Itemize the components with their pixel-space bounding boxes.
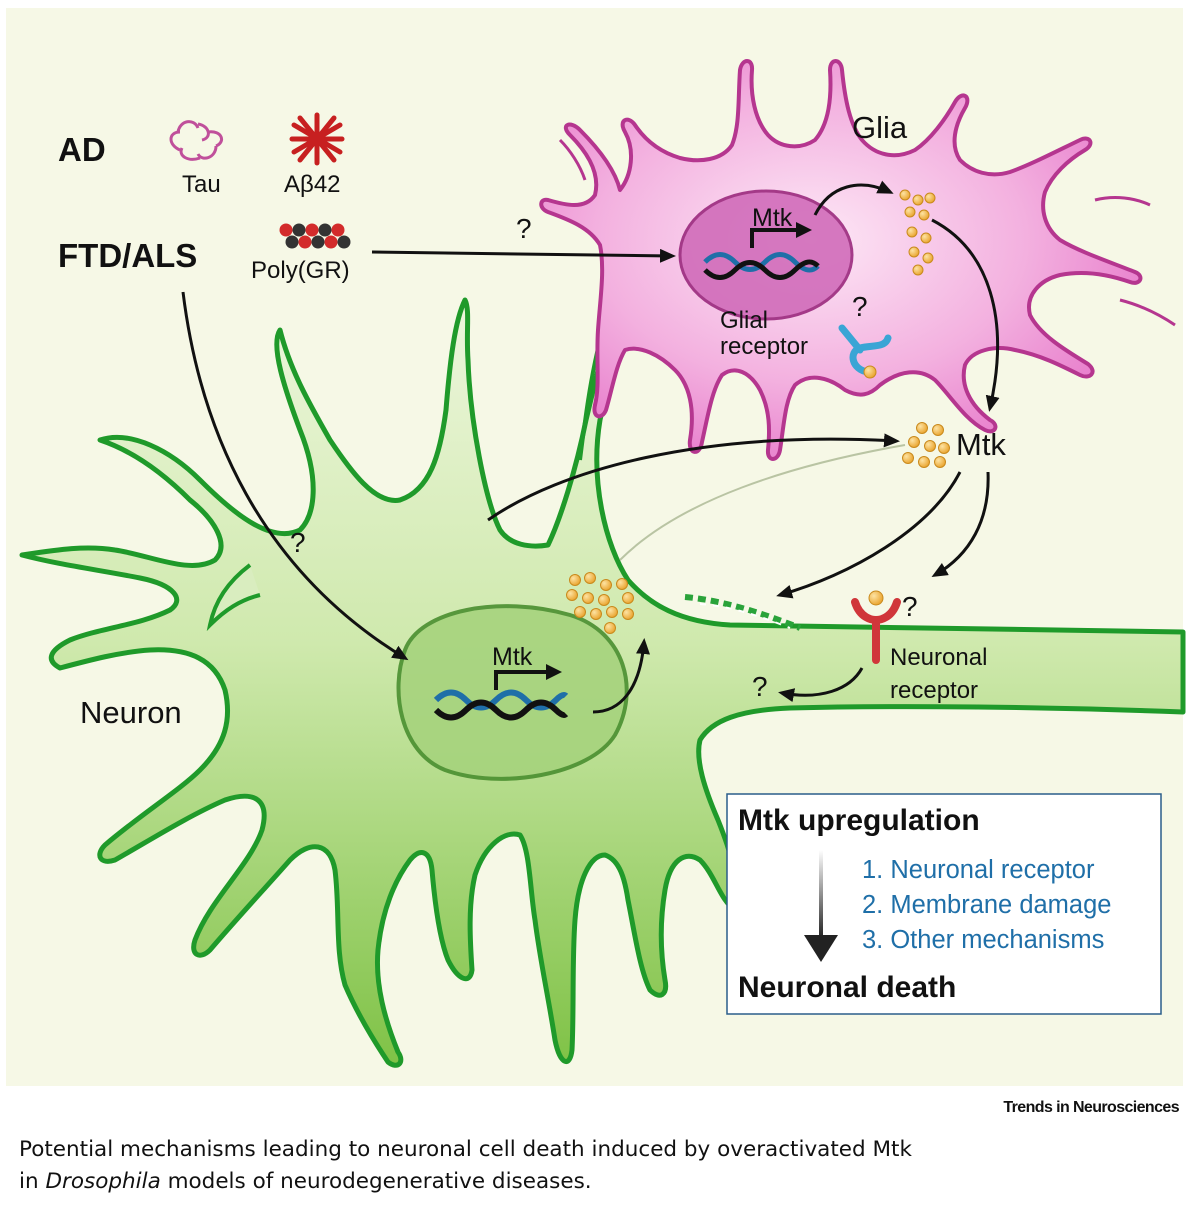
label-glia: Glia	[852, 110, 908, 145]
caption-line-1: Potential mechanisms leading to neuronal…	[19, 1137, 912, 1162]
unknown-mark-neuronal-receptor: ?	[902, 591, 918, 622]
caption-line-2-pre: in	[19, 1169, 46, 1194]
label-abeta42: Aβ42	[284, 171, 341, 198]
label-neuron: Neuron	[80, 695, 182, 730]
unknown-mark-top: ?	[516, 213, 532, 244]
glia-nucleus	[678, 189, 854, 321]
summary-item-3: 3. Other mechanisms	[862, 926, 1104, 954]
unknown-mark-left: ?	[290, 527, 306, 558]
journal-name: Trends in Neurosciences	[1003, 1099, 1179, 1116]
summary-arrow-head	[804, 935, 838, 962]
label-glial-receptor-line2: receptor	[720, 333, 808, 360]
unknown-mark-bottom: ?	[752, 671, 768, 702]
pathway-arrows	[181, 180, 1000, 714]
label-polygr: Poly(GR)	[251, 257, 350, 284]
label-glia-mtk-gene: Mtk	[752, 204, 793, 232]
label-tau: Tau	[182, 171, 221, 198]
label-ftd-als: FTD/ALS	[58, 237, 197, 274]
label-neuron-mtk-gene: Mtk	[492, 643, 533, 671]
label-glial-receptor-line1: Glial	[720, 307, 768, 334]
label-neuronal-receptor-line2: receptor	[890, 677, 978, 704]
tau-icon	[169, 120, 224, 161]
secreted-vesicles	[902, 422, 950, 468]
abeta42-icon	[289, 112, 345, 166]
label-neuronal-receptor-line1: Neuronal	[890, 644, 987, 671]
label-ad: AD	[58, 131, 106, 168]
summary-top: Mtk upregulation	[738, 804, 980, 837]
summary-item-1: 1. Neuronal receptor	[862, 856, 1095, 884]
neuron-vesicles	[566, 572, 634, 634]
summary-item-2: 2. Membrane damage	[862, 891, 1111, 919]
label-secreted-mtk: Mtk	[956, 427, 1006, 462]
glial-receptor-icon	[838, 324, 892, 379]
neuronal-receptor-icon	[851, 590, 901, 664]
summary-bottom: Neuronal death	[738, 971, 956, 1004]
figure-caption: Potential mechanisms leading to neuronal…	[19, 1134, 1169, 1198]
summary-arrow-shaft	[819, 850, 823, 938]
caption-line-2: in Drosophila models of neurodegenerativ…	[19, 1166, 1169, 1198]
unknown-mark-glial-receptor: ?	[852, 291, 868, 322]
caption-species: Drosophila	[45, 1169, 161, 1194]
polygr-icon	[279, 223, 351, 249]
neuron-dna-icon	[433, 664, 569, 721]
glia-dna-icon	[703, 222, 820, 280]
summary-box: Mtk upregulation 1. Neuronal receptor 2.…	[726, 793, 1162, 1015]
glia-vesicles	[899, 189, 936, 276]
caption-line-2-post: models of neurodegenerative diseases.	[160, 1169, 592, 1194]
